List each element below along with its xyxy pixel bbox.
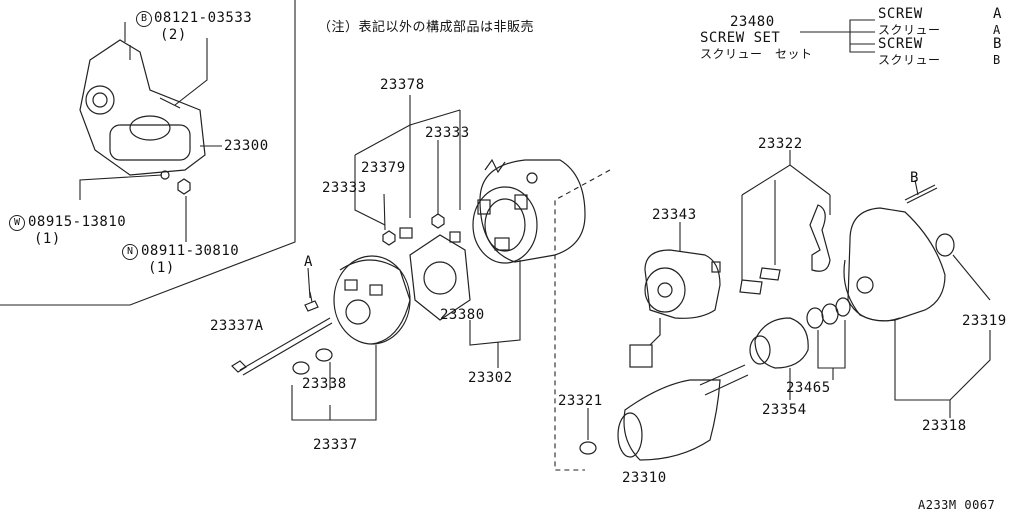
callout-23333-top: 23333 [425,125,470,141]
callout-23302: 23302 [468,370,513,386]
callout-23380: 23380 [440,307,485,323]
callout-23343: 23343 [652,207,697,223]
callout-23337: 23337 [313,437,358,453]
starter-assembly-inset-icon [79,39,206,195]
callout-23379: 23379 [361,160,406,176]
nut-n-qty: (1) [148,260,175,276]
callout-23337a: 23337A [210,318,264,334]
callout-23319: 23319 [962,313,1007,329]
note-text: （注）表記以外の構成部品は非販売 [318,20,535,35]
armature-23310-icon [579,364,749,461]
callout-23321: 23321 [558,393,603,409]
diagram-code: A233M 0067 [918,498,996,512]
solenoid-23343-icon [629,249,721,368]
callout-23465: 23465 [786,380,831,396]
callout-23333-left: 23333 [322,180,367,196]
drive-lever-23322-icon [739,204,831,295]
callout-23322: 23322 [758,136,803,152]
gear-housing-23318-icon [843,184,955,322]
callout-23310: 23310 [622,470,667,486]
callout-letter-b: B [910,170,919,186]
screw-a-name-jp: スクリュー [878,23,941,37]
callout-23338: 23338 [302,376,347,392]
callout-23354: 23354 [762,402,807,418]
callout-23318: 23318 [922,418,967,434]
screw-b-letter-jp: B [993,53,1001,67]
washer-w-part-number: 08915-13810 [28,214,127,230]
screw-set-name-jp: スクリュー セット [700,47,813,61]
yoke-field-coil-23302-icon [472,158,586,264]
callout-23378: 23378 [380,77,425,93]
screw-set-name: SCREW SET [700,30,781,46]
callout-23300: 23300 [224,138,269,154]
bolt-b-qty: (2) [160,27,187,43]
callout-letter-a: A [304,254,313,270]
screw-b-letter: B [993,36,1002,52]
brush-holder-23337-icon [231,255,411,376]
screw-b-name-jp: スクリュー [878,53,941,67]
screw-a-name: SCREW [878,6,923,22]
screw-a-letter: A [993,6,1002,22]
bolt-b-prefix-icon: B [136,11,152,27]
bolt-b-part-number: 08121-03533 [154,10,253,26]
nut-n-prefix-icon: N [122,244,138,260]
washer-w-qty: (1) [34,231,61,247]
screw-set-part-number: 23480 [730,14,775,30]
screw-b-name: SCREW [878,36,923,52]
screw-a-letter-jp: A [993,23,1001,37]
nut-n-part-number: 08911-30810 [141,243,240,259]
washer-w-prefix-icon: W [9,215,25,231]
clutch-pinion-23354-icon [749,297,851,369]
